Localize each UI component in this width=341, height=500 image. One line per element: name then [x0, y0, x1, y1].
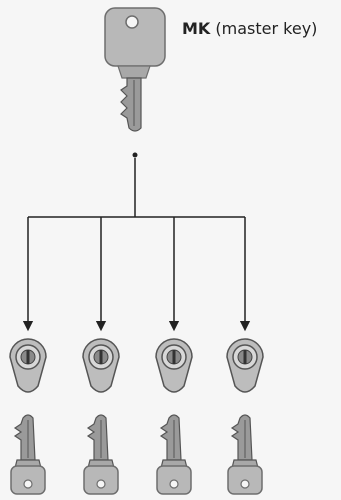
lock-cylinder-icon: [226, 338, 264, 393]
junction-dot: [132, 152, 138, 158]
master-key-abbr: MK: [182, 19, 211, 38]
lock-cylinder-icon: [82, 338, 120, 393]
master-key-text: (master key): [210, 19, 318, 38]
master-key-icon: [104, 7, 166, 132]
lock-cylinder-icon: [9, 338, 47, 393]
connector-tree: [22, 152, 251, 332]
change-key-icon: [227, 414, 263, 495]
lock-cylinder-icon: [155, 338, 193, 393]
change-key-icon: [10, 414, 46, 495]
master-key-label: MK (master key): [182, 19, 317, 38]
change-key-icon: [83, 414, 119, 495]
change-key-icon: [156, 414, 192, 495]
